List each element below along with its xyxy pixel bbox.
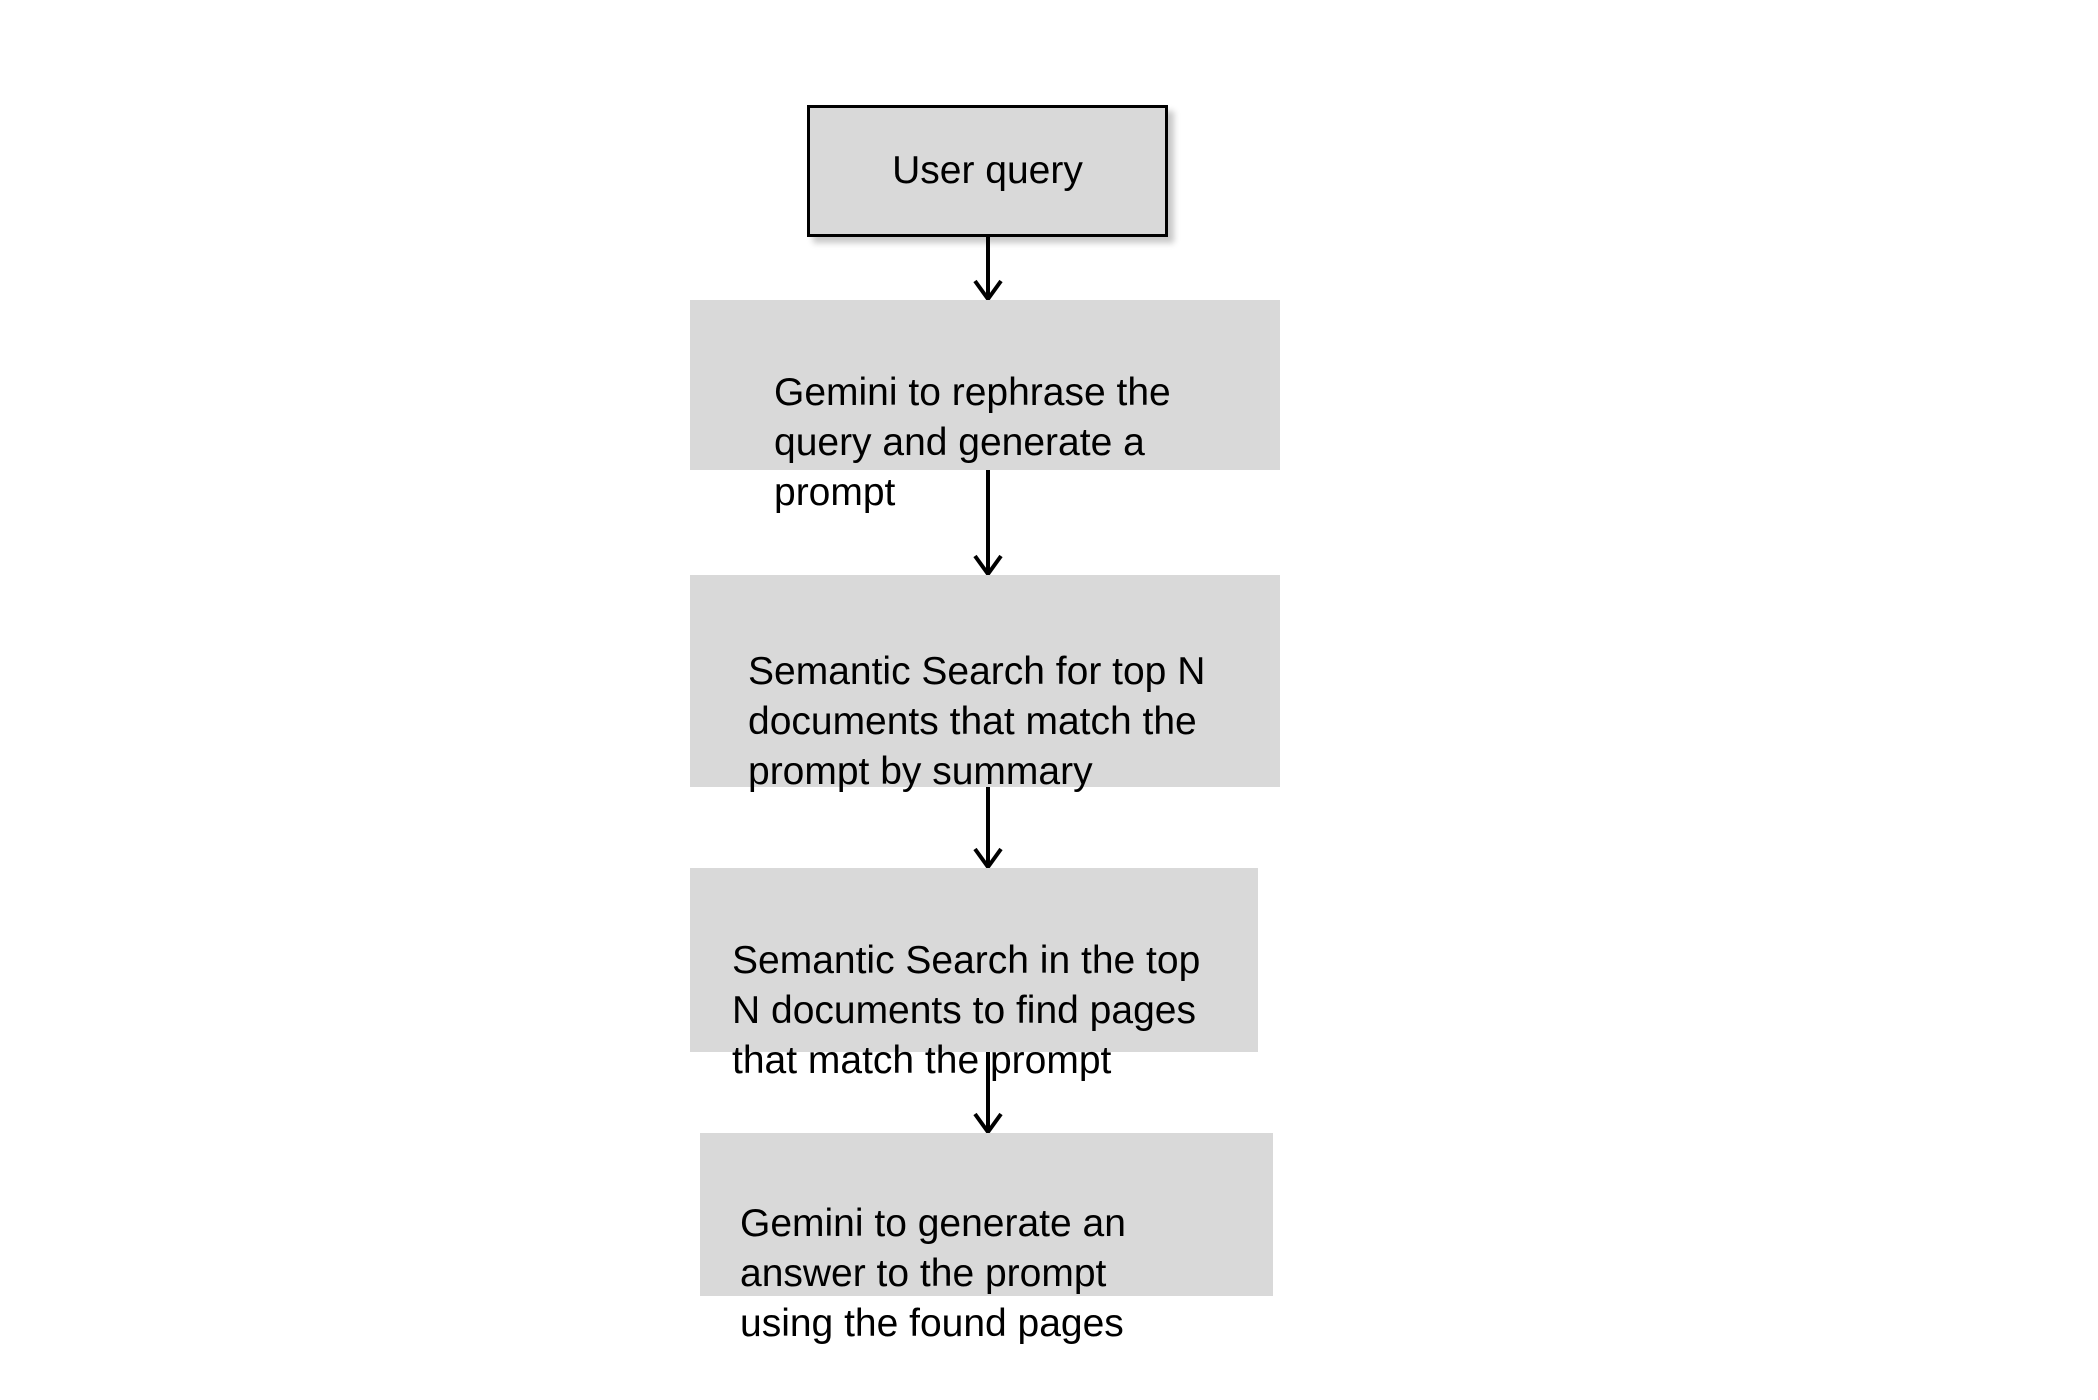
node-generate-answer-label: Gemini to generate an answer to the prom…: [740, 1202, 1126, 1345]
node-rephrase-query[interactable]: Gemini to rephrase the query and generat…: [690, 300, 1280, 514]
node-semantic-search-documents[interactable]: Semantic Search for top N documents that…: [690, 575, 1280, 793]
node-user-query[interactable]: User query: [807, 105, 1168, 237]
node-rephrase-query-label: Gemini to rephrase the query and generat…: [774, 371, 1171, 514]
arrow-rephrase-to-search-documents: [968, 470, 1008, 578]
node-generate-answer[interactable]: Gemini to generate an answer to the prom…: [700, 1133, 1273, 1345]
arrow-search-pages-to-generate-answer: [968, 1052, 1008, 1136]
node-semantic-search-pages-label: Semantic Search in the top N documents t…: [732, 939, 1201, 1082]
node-semantic-search-pages[interactable]: Semantic Search in the top N documents t…: [690, 868, 1258, 1082]
node-user-query-label: User query: [892, 149, 1083, 192]
arrow-search-documents-to-search-pages: [968, 787, 1008, 871]
node-semantic-search-documents-label: Semantic Search for top N documents that…: [748, 650, 1206, 793]
arrow-user-query-to-rephrase: [968, 237, 1008, 303]
